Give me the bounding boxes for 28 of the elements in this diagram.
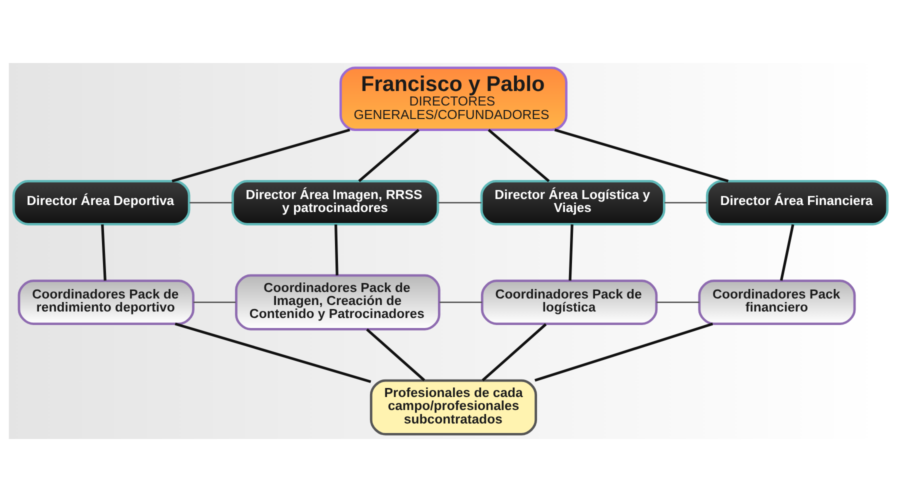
connector [534, 322, 714, 382]
node-box: Director Área Logística y Viajes [480, 180, 666, 226]
connector [358, 128, 420, 182]
connector [366, 328, 426, 382]
connector [568, 224, 574, 281]
node-box: Coordinadores Pack de Imagen, Creación de Contenido y Patrocinadores [235, 274, 440, 330]
node-box: Coordinadores Pack financiero [698, 280, 856, 325]
connector [172, 128, 350, 182]
connector [482, 323, 547, 382]
node-box: Profesionales de cada campo/profesionales subcontratados [370, 379, 538, 436]
connector [439, 302, 482, 304]
connector [334, 224, 338, 276]
connector [780, 224, 794, 281]
node-box: Director Área Financiera [706, 180, 889, 226]
connector [101, 224, 106, 281]
node-box: Director Área Imagen, RRSS y patrocinadores [231, 180, 440, 226]
connector [656, 302, 700, 304]
node-box: Francisco y Pablo DIRECTORES GENERALES/COFUNDADORES [340, 66, 568, 132]
node-box: Coordinadores Pack de rendimiento deportivo [18, 280, 194, 325]
connector [664, 202, 707, 204]
node-box: Coordinadores Pack de logística [480, 280, 658, 325]
connector [554, 128, 729, 182]
connector [174, 322, 372, 383]
connector [438, 202, 482, 204]
connector [190, 202, 232, 204]
connector [193, 302, 236, 304]
connector [488, 128, 550, 182]
node-box: Director Área Deportiva [12, 180, 190, 226]
